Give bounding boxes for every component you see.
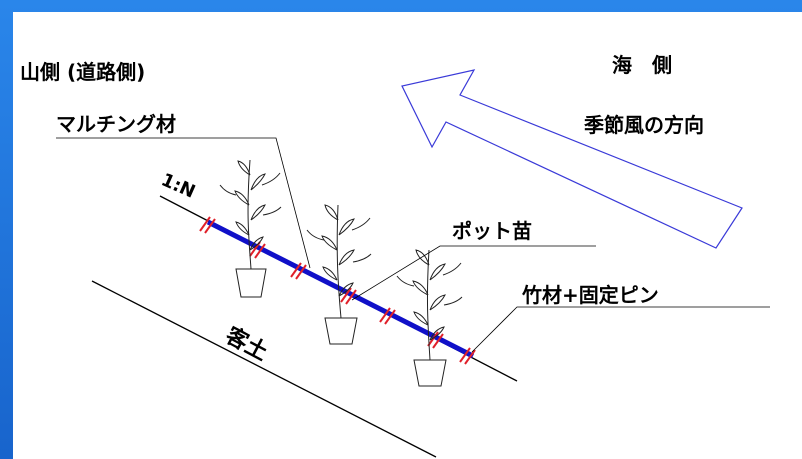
pot-seedling-3 — [396, 249, 463, 387]
pin-6 — [427, 331, 444, 349]
soil-boundary-line — [91, 280, 437, 458]
pot-seedling-label: ポット苗 — [452, 219, 532, 243]
soil-label: 客土 — [221, 322, 272, 366]
pot-seedling-2 — [306, 204, 372, 345]
diagram-panel — [13, 12, 802, 459]
bamboo-pin-label: 竹材+固定ピン — [521, 283, 659, 307]
fixing-pins — [199, 216, 476, 365]
sea-side-label: 海 側 — [612, 53, 672, 77]
mulching-label: マルチング材 — [56, 112, 176, 136]
pin-4 — [340, 287, 357, 305]
pin-7 — [459, 347, 476, 365]
pin-3 — [290, 262, 307, 280]
wind-direction-label: 季節風の方向 — [583, 113, 704, 137]
bamboo-pin-leader — [471, 306, 770, 353]
pot-seedling-1 — [219, 159, 282, 298]
pin-1 — [199, 216, 216, 234]
mulching-leader — [56, 137, 311, 269]
pin-5 — [379, 307, 396, 325]
pot-seedling-leader — [351, 245, 596, 301]
wind-arrow — [401, 69, 743, 249]
mountain-side-label: 山側 (道路側) — [20, 60, 145, 84]
